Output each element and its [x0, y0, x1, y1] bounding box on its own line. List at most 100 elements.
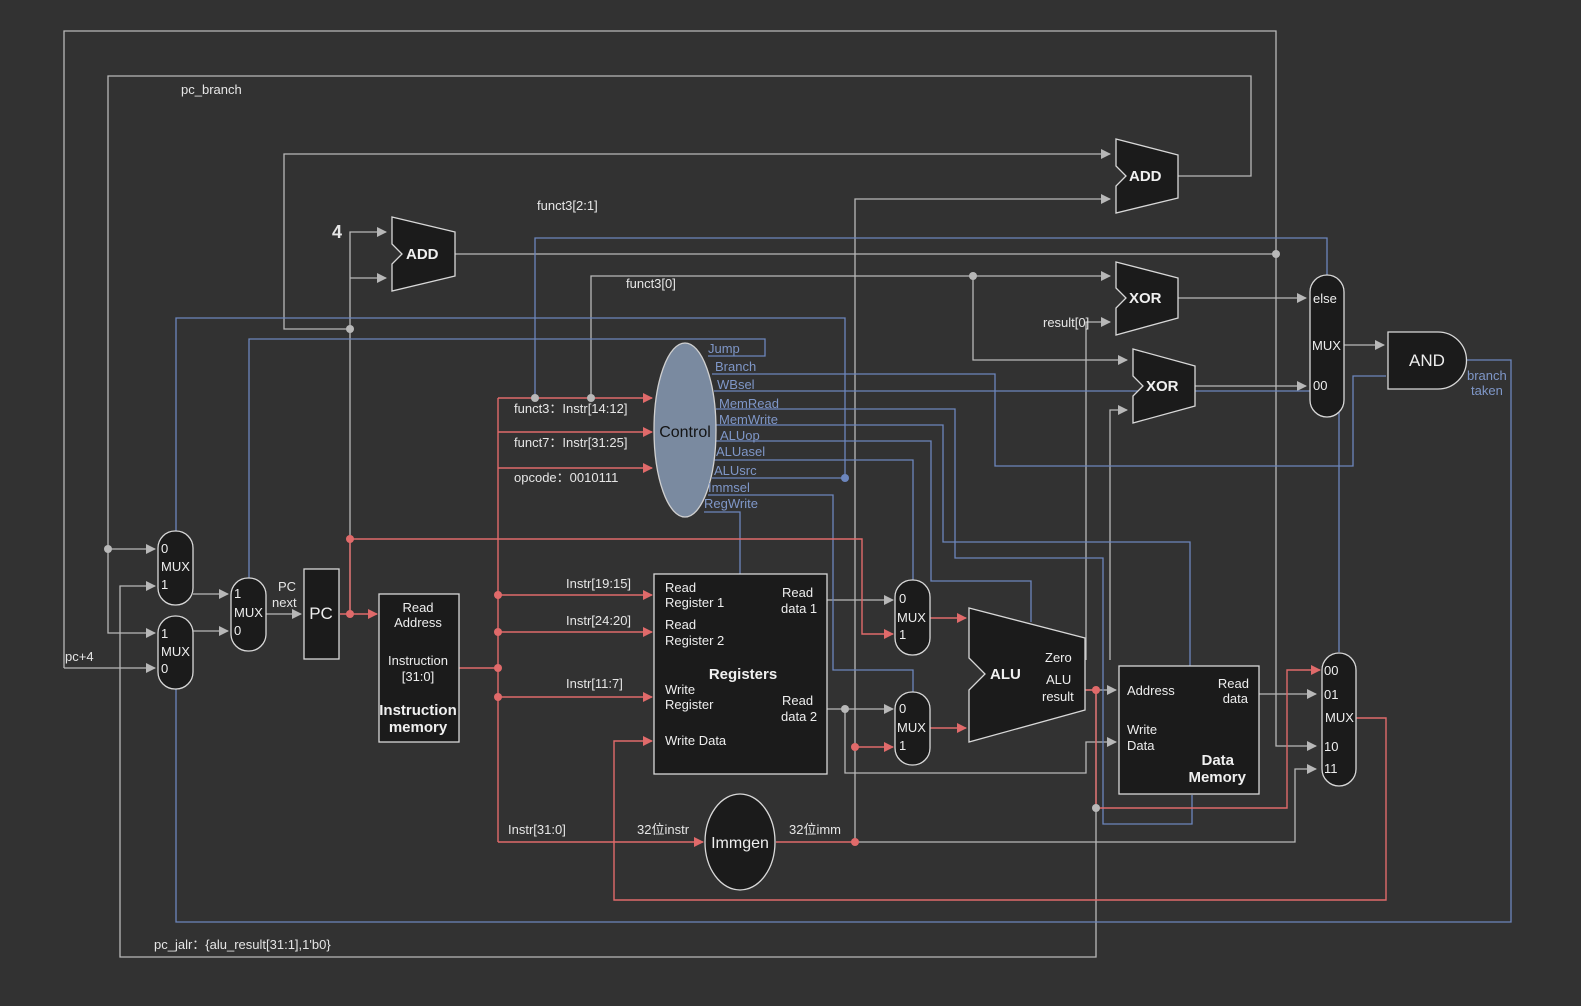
svg-text:branch: branch: [1467, 368, 1507, 383]
svg-text:data 1: data 1: [781, 601, 817, 616]
mux-a: 0 MUX 1: [157, 530, 194, 606]
red-wires: [340, 393, 1387, 901]
svg-text:32位imm: 32位imm: [789, 822, 841, 837]
mux-b: 1 MUX 0: [157, 615, 194, 690]
svg-text:00: 00: [1324, 663, 1338, 678]
svg-text:0: 0: [899, 701, 906, 716]
svg-text:MUX: MUX: [897, 720, 926, 735]
svg-text:Immgen: Immgen: [711, 835, 769, 852]
svg-text:Read: Read: [402, 600, 433, 615]
adder-branch: ADD: [1115, 138, 1179, 214]
svg-text:Control: Control: [659, 424, 711, 441]
svg-text:WBsel: WBsel: [717, 377, 755, 392]
and-gate: AND: [1387, 331, 1468, 390]
immediate-generator: Immgen: [704, 793, 776, 891]
pc-register: PC: [303, 568, 340, 660]
mux-writeback: 00 01 MUX 10 11: [1321, 652, 1357, 787]
svg-text:next: next: [272, 595, 297, 610]
blue-wires: [175, 237, 1512, 923]
svg-text:Data: Data: [1127, 738, 1155, 753]
junction-dots: [104, 250, 1280, 846]
svg-text:Instruction: Instruction: [379, 702, 457, 719]
svg-text:MUX: MUX: [161, 644, 190, 659]
svg-text:ALUasel: ALUasel: [716, 444, 765, 459]
svg-text:11: 11: [1324, 761, 1338, 776]
svg-text:Register: Register: [665, 697, 714, 712]
svg-text:result: result: [1042, 689, 1074, 704]
svg-text:Registers: Registers: [709, 666, 777, 683]
svg-text:0: 0: [899, 591, 906, 606]
svg-text:ALU: ALU: [1046, 672, 1071, 687]
svg-text:Jump: Jump: [708, 341, 740, 356]
svg-text:Address: Address: [1127, 683, 1175, 698]
svg-text:32位instr: 32位instr: [637, 822, 690, 837]
svg-text:Immsel: Immsel: [708, 480, 750, 495]
xor-gate-2: XOR: [1132, 348, 1196, 424]
svg-text:MUX: MUX: [234, 605, 263, 620]
svg-text:01: 01: [1324, 687, 1338, 702]
data-memory: Address Write Data Read data Data Memory: [1118, 665, 1260, 795]
svg-text:ADD: ADD: [406, 246, 439, 263]
svg-text:Read: Read: [665, 580, 696, 595]
svg-text:Read: Read: [665, 617, 696, 632]
svg-text:funct3[0]: funct3[0]: [626, 276, 676, 291]
svg-text:MUX: MUX: [897, 610, 926, 625]
svg-text:Write: Write: [665, 682, 695, 697]
svg-text:funct7：Instr[31:25]: funct7：Instr[31:25]: [514, 435, 627, 450]
svg-text:Zero: Zero: [1045, 650, 1072, 665]
svg-text:ALUsrc: ALUsrc: [714, 463, 757, 478]
svg-text:1: 1: [234, 586, 241, 601]
svg-text:taken: taken: [1471, 383, 1503, 398]
register-file: Read Register 1 Read Register 2 Write Re…: [653, 573, 828, 775]
instruction-memory: Read Address Instruction [31:0] Instruct…: [378, 593, 460, 743]
wire-pc-branch: [107, 75, 1252, 638]
svg-text:opcode：0010111: opcode：0010111: [514, 470, 618, 485]
svg-text:data: data: [1223, 691, 1249, 706]
svg-text:0: 0: [161, 661, 168, 676]
svg-text:XOR: XOR: [1146, 378, 1179, 395]
svg-text:[31:0]: [31:0]: [402, 669, 435, 684]
svg-text:pc_branch: pc_branch: [181, 82, 242, 97]
svg-text:Read: Read: [782, 585, 813, 600]
svg-text:PC: PC: [278, 579, 296, 594]
mux-alu-a: 0 MUX 1: [894, 579, 931, 656]
svg-text:ADD: ADD: [1129, 168, 1162, 185]
svg-text:00: 00: [1313, 378, 1327, 393]
wire-pc4-outer: [63, 30, 1317, 751]
svg-text:Instr[11:7]: Instr[11:7]: [566, 676, 623, 691]
svg-text:Write Data: Write Data: [665, 733, 727, 748]
svg-text:Data: Data: [1201, 752, 1234, 769]
mux-branch: else MUX 00: [1309, 274, 1345, 418]
mux-alu-b: 0 MUX 1: [894, 691, 931, 766]
mux-pc: 1 MUX 0: [230, 577, 267, 652]
svg-text:Instr[19:15]: Instr[19:15]: [566, 576, 631, 591]
svg-text:Register 1: Register 1: [665, 595, 724, 610]
svg-text:Memory: Memory: [1188, 769, 1246, 786]
svg-text:Instr[31:0]: Instr[31:0]: [508, 822, 566, 837]
svg-text:1: 1: [161, 626, 168, 641]
svg-text:PC: PC: [309, 604, 333, 623]
svg-text:ALU: ALU: [990, 666, 1021, 683]
svg-text:Instruction: Instruction: [388, 653, 448, 668]
svg-text:pc+4: pc+4: [65, 649, 94, 664]
svg-text:Write: Write: [1127, 722, 1157, 737]
adder-pc4: ADD: [391, 216, 456, 292]
xor-gate-1: XOR: [1115, 261, 1179, 336]
svg-text:MemRead: MemRead: [719, 396, 779, 411]
svg-text:RegWrite: RegWrite: [704, 496, 758, 511]
svg-text:MUX: MUX: [1312, 338, 1341, 353]
svg-text:MUX: MUX: [161, 559, 190, 574]
svg-text:10: 10: [1324, 739, 1338, 754]
svg-text:1: 1: [899, 738, 906, 753]
svg-text:1: 1: [899, 627, 906, 642]
svg-text:funct3[2:1]: funct3[2:1]: [537, 198, 598, 213]
svg-text:MUX: MUX: [1325, 710, 1354, 725]
svg-text:4: 4: [332, 222, 342, 242]
control-unit: Control: [653, 342, 717, 518]
svg-text:AND: AND: [1409, 351, 1445, 370]
svg-text:0: 0: [161, 541, 168, 556]
svg-text:Instr[24:20]: Instr[24:20]: [566, 613, 631, 628]
alu: ALU Zero ALU result: [968, 607, 1086, 743]
svg-text:result[0]: result[0]: [1043, 315, 1089, 330]
svg-text:1: 1: [161, 577, 168, 592]
